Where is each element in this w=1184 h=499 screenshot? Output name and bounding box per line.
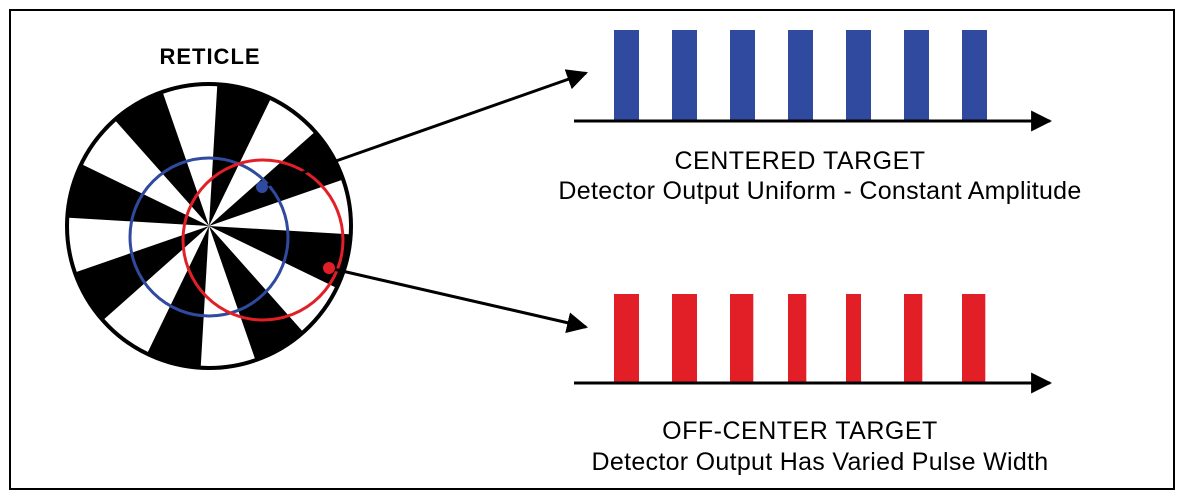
centered-pulse xyxy=(730,30,755,120)
centered-target-subtitle: Detector Output Uniform - Constant Ampli… xyxy=(558,177,1082,205)
centered-pulse-train xyxy=(614,30,987,120)
off-center-pulse-train xyxy=(614,294,986,382)
off-center-pulse xyxy=(672,294,697,382)
reticle-black-segment xyxy=(109,84,209,226)
off-center-target-point xyxy=(323,262,335,274)
centered-scan-circle xyxy=(128,156,290,318)
centered-target-point xyxy=(256,181,268,193)
arrow-to-centered-pulses xyxy=(261,69,588,189)
reticle-black-segment xyxy=(67,160,209,226)
diagram-frame xyxy=(9,9,1175,490)
off-center-target-subtitle: Detector Output Has Varied Pulse Width xyxy=(591,448,1049,476)
centered-pulse xyxy=(788,30,813,120)
centered-pulse xyxy=(846,30,871,120)
reticle-outline xyxy=(65,82,353,370)
off-center-target-title: OFF-CENTER TARGET xyxy=(662,417,938,445)
off-center-scan-circle xyxy=(181,158,345,322)
centered-pulse xyxy=(614,30,639,120)
off-center-pulse xyxy=(614,294,639,382)
centered-pulse xyxy=(672,30,697,120)
arrow-to-off-center-pulses xyxy=(328,266,589,334)
off-center-pulse xyxy=(962,294,986,382)
reticle-black-segment xyxy=(143,226,209,368)
reticle-disc xyxy=(65,82,353,370)
centered-pulse xyxy=(904,30,929,120)
off-center-pulse xyxy=(904,294,923,382)
reticle-black-segment xyxy=(209,84,275,226)
off-center-pulse xyxy=(788,294,807,382)
centered-pulse xyxy=(962,30,987,120)
reticle-black-segment xyxy=(67,226,209,326)
off-center-pulse xyxy=(846,294,861,382)
centered-target-title: CENTERED TARGET xyxy=(674,147,926,175)
off-center-pulse xyxy=(730,294,754,382)
reticle-black-segment xyxy=(209,126,351,226)
reticle-label: RETICLE xyxy=(159,44,261,69)
